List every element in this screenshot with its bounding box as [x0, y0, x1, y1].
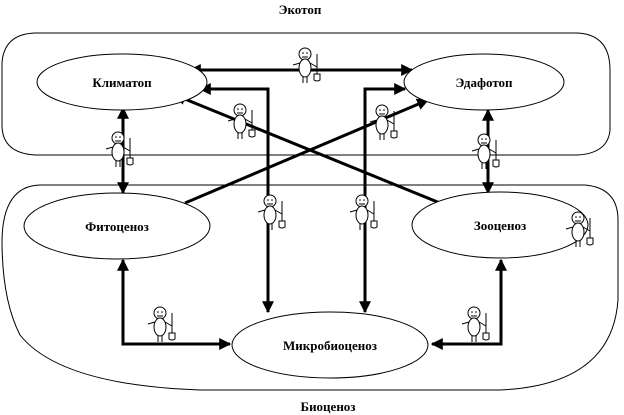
ecotope-title: Экотоп — [279, 2, 322, 17]
arrow-zoocenosis-microbiocenosis — [430, 258, 507, 350]
microbiocenosis-label: Микробиоценоз — [283, 338, 377, 353]
worker-figure-icon — [105, 131, 134, 168]
ecotope-region — [1, 32, 611, 156]
worker-figure-icon — [227, 103, 256, 140]
phytocenosis-label: Фитоценоз — [85, 219, 149, 234]
node-climatope: Климатоп — [36, 53, 208, 111]
worker-figure-icon — [147, 306, 176, 343]
biocenosis-title: Биоценоз — [300, 399, 355, 414]
worker-figure-icon — [257, 194, 286, 231]
zoocenosis-label: Зооценоз — [474, 218, 526, 233]
arrow-phytocenosis-microbiocenosis — [117, 258, 232, 350]
worker-figure-icon — [461, 306, 490, 343]
node-edaphotope: Эдафотоп — [403, 53, 565, 111]
arrow-zoocenosis-climatope — [173, 93, 441, 205]
connections — [117, 64, 507, 350]
biocenosis-region — [1, 184, 619, 391]
edaphotope-label: Эдафотоп — [455, 75, 513, 90]
worker-figure-icon — [292, 47, 321, 84]
worker-figure-icon — [349, 194, 378, 231]
arrow-microbiocenosis-edaphotope — [359, 83, 407, 314]
worker-figure-icon — [471, 133, 500, 170]
node-zoocenosis: Зооценоз — [411, 191, 589, 259]
climatope-label: Климатоп — [92, 75, 152, 90]
arrow-microbiocenosis-climatope — [198, 83, 274, 314]
node-microbiocenosis: Микробиоценоз — [231, 311, 429, 379]
node-phytocenosis: Фитоценоз — [23, 192, 211, 260]
arrow-phytocenosis-edaphotope — [184, 98, 430, 205]
